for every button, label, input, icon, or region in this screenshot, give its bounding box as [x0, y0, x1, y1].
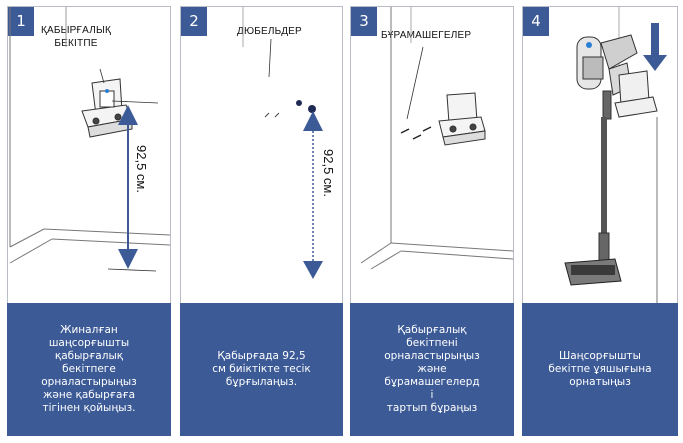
step-number: 3 — [351, 7, 377, 36]
wall-plugs-label: ДЮБЕЛЬДЕР — [237, 26, 302, 37]
step-number: 2 — [181, 7, 207, 36]
step-4-illustration — [564, 7, 667, 303]
step-1-illustration — [9, 7, 170, 272]
step-4-panel: 4 — [522, 6, 678, 304]
step-2-caption: Қабырғада 92,5 см биіктікте тесік бұрғыл… — [180, 303, 343, 436]
step-4-caption: Шаңсорғышты бекітпе ұяшығына орнатыңыз — [522, 303, 678, 436]
height-measure-label: 92,5 см. — [321, 149, 336, 197]
step-2-panel: 2 ДЮБЕЛЬДЕР 92,5 см. — [180, 6, 343, 304]
step-3-caption: Қабырғалық бекітпені орналастырыңыз және… — [350, 303, 514, 436]
screws-label: БҰРАМАШЕГЕЛЕР — [381, 30, 472, 41]
step-1-caption: Жиналған шаңсорғышты қабырғалық бекітпег… — [7, 303, 171, 436]
step-3-illustration — [360, 7, 513, 270]
height-measure-label: 92,5 см. — [134, 145, 149, 193]
step-2-illustration — [242, 7, 323, 279]
step-number: 1 — [8, 7, 34, 36]
step-3-panel: 3 БҰРАМАШЕГЕЛЕР — [350, 6, 514, 304]
step-number: 4 — [523, 7, 549, 36]
